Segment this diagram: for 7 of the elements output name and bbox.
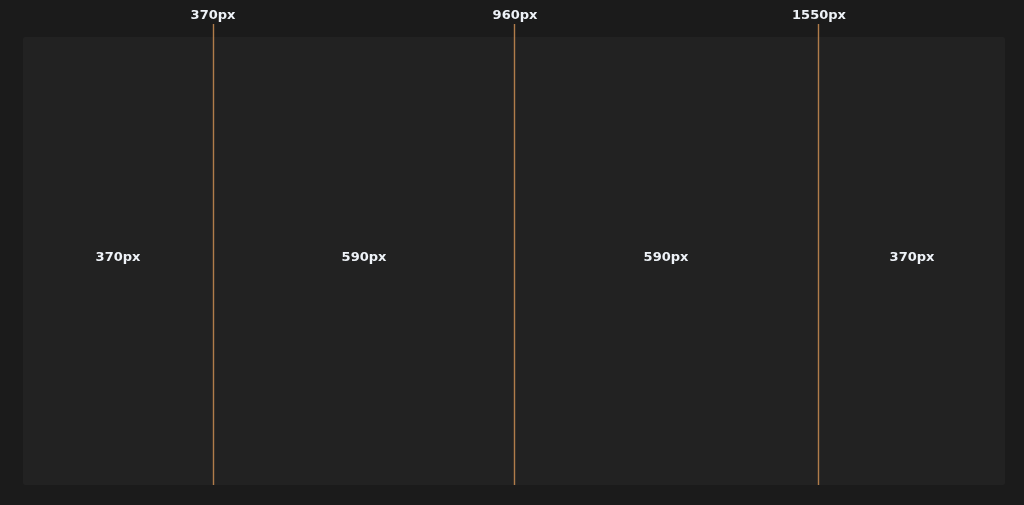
breakpoint-label: 960px [492, 7, 538, 23]
column-width-label: 590px [643, 249, 689, 265]
breakpoint-label: 1550px [792, 7, 846, 23]
column-width-label: 590px [341, 249, 387, 265]
breakpoint-label: 370px [190, 7, 236, 23]
column-width-label: 370px [889, 249, 935, 265]
column-width-label: 370px [95, 249, 141, 265]
